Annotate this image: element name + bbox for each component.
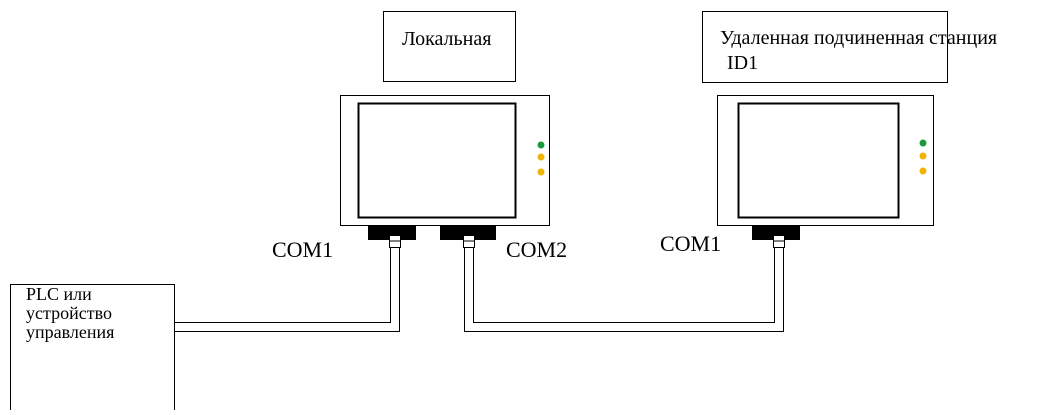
remote-amber-led-icon-1 (919, 152, 927, 160)
plc-box-frame (10, 284, 175, 410)
local-green-led-icon (537, 141, 545, 149)
local-com1-connector-icon (368, 226, 416, 248)
local-amber-led-icon-2 (537, 168, 545, 176)
plc-box: PLC или устройство управления (10, 284, 175, 410)
local-label-box: Локальная (383, 11, 516, 82)
local-amber-led-icon-1 (537, 153, 545, 161)
remote-hmi-screen (737, 102, 900, 219)
remote-hmi-panel-icon (717, 95, 934, 226)
remote-com1-label: COM1 (660, 231, 721, 256)
local-label-frame (383, 11, 516, 82)
plc-to-local-com1-cable (174, 247, 400, 332)
remote-com1-connector-icon (752, 226, 800, 248)
remote-com1-port-block (752, 226, 800, 240)
local-label-text: Локальная (402, 28, 491, 50)
plc-label-line2: устройство (26, 303, 112, 323)
local-com1-label: COM1 (272, 237, 333, 262)
local-com1-port-block (368, 226, 416, 240)
plc-label-line3: управления (26, 322, 114, 342)
local-hmi-panel-icon (340, 95, 550, 226)
remote-label-text-line1: Удаленная подчиненная станция (720, 27, 997, 49)
local-com2-connector-icon (440, 226, 496, 248)
local-hmi-screen (357, 102, 517, 219)
remote-label-frame (702, 11, 948, 83)
remote-green-led-icon (919, 139, 927, 147)
local-com2-port-block (440, 226, 496, 240)
remote-label-box: Удаленная подчиненная станция ID1 (702, 11, 997, 83)
local-com2-label: COM2 (506, 237, 567, 262)
local-com2-to-remote-com1-cable (464, 247, 784, 332)
plc-label-line1: PLC или (26, 284, 92, 304)
remote-label-text-line2: ID1 (727, 52, 758, 74)
remote-amber-led-icon-2 (919, 167, 927, 175)
